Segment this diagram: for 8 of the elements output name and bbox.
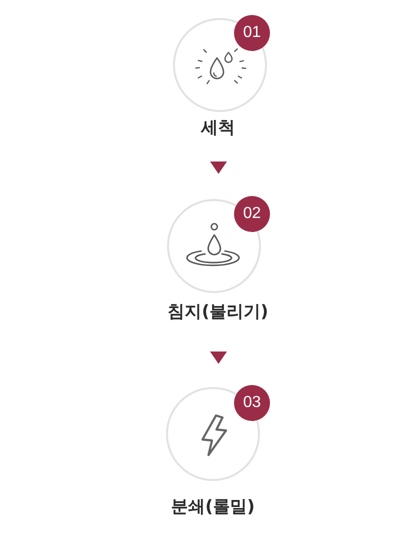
arrow <box>210 352 227 364</box>
arrow <box>210 162 227 174</box>
step-label: 침지(불리기) <box>168 302 268 322</box>
step-label: 분쇄(롤밀) <box>171 497 255 517</box>
step-label: 세척 <box>201 118 235 138</box>
number-badge: 01 <box>234 15 270 51</box>
number-badge: 02 <box>234 196 270 232</box>
number-badge: 03 <box>234 385 270 421</box>
